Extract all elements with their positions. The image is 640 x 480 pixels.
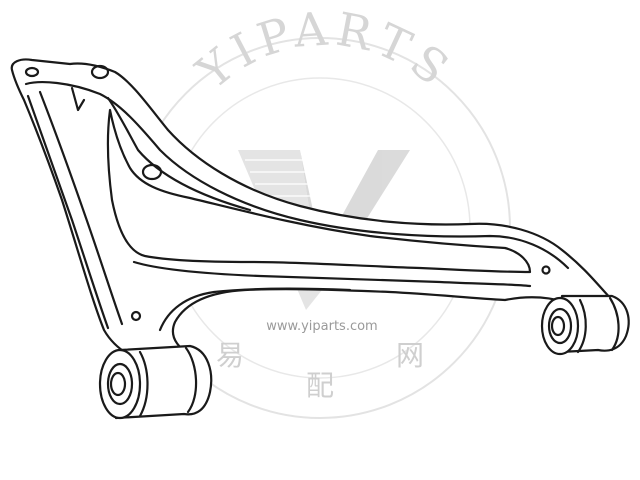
arm-lower-bend [158, 287, 352, 332]
watermark-url: www.yiparts.com [266, 319, 377, 334]
watermark-cjk-3: 网 [396, 339, 424, 372]
arm-lower-channel [132, 260, 532, 288]
arm-leg-line-1 [26, 94, 110, 330]
arm-top-flange [24, 81, 570, 270]
rib-notch [70, 86, 86, 112]
mount-hole-5 [541, 265, 551, 275]
watermark-brand-text: YIPARTS [186, 1, 457, 100]
mount-hole-3 [141, 163, 163, 181]
control-arm [10, 58, 630, 420]
watermark-brand: YIPARTS [186, 1, 463, 100]
watermark-cjk-1: 易 [216, 339, 244, 372]
right-bushing [540, 294, 630, 356]
watermark-cjk-2: 配 [306, 369, 334, 402]
mount-hole-2 [90, 64, 110, 80]
mount-hole-1 [24, 66, 40, 78]
arm-outline [10, 58, 614, 374]
arm-upper-rib [106, 96, 252, 212]
mount-hole-4 [130, 310, 142, 322]
left-bushing [98, 344, 213, 420]
arm-leg-line-2 [38, 90, 124, 326]
arm-inner-pocket [106, 108, 532, 274]
